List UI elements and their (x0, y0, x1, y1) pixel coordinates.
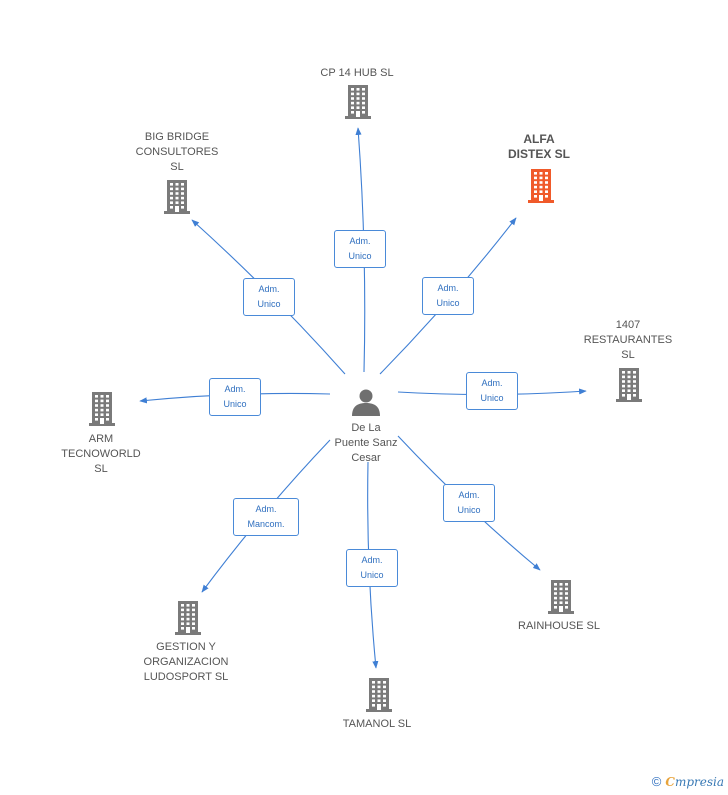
company-label-arm[interactable]: ARM TECNOWORLD SL (61, 433, 141, 475)
footer-brand: ©Cmpresia (652, 774, 724, 789)
building-icon (89, 392, 115, 426)
building-icon (164, 180, 190, 214)
building-icon (345, 85, 371, 119)
copyright-icon: © (651, 774, 662, 789)
edge-label-tamanol[interactable]: Adm. Unico (346, 549, 398, 587)
person-icon (352, 389, 380, 416)
building-icon (366, 678, 392, 712)
building-icon (616, 368, 642, 402)
company-label-tamanol[interactable]: TAMANOL SL (342, 718, 412, 730)
edge-label-r1407[interactable]: Adm. Unico (466, 372, 518, 410)
company-label-alfa[interactable]: ALFA DISTEX SL (507, 132, 570, 161)
person-label[interactable]: De La Puente Sanz Cesar (334, 422, 398, 464)
edge-label-cp14[interactable]: Adm. Unico (334, 230, 386, 268)
building-icon (528, 169, 554, 203)
company-label-gestion[interactable]: GESTION Y ORGANIZACION LUDOSPORT SL (143, 641, 229, 683)
edge-label-alfa[interactable]: Adm. Unico (422, 277, 474, 315)
edge-label-gestion[interactable]: Adm. Mancom. (233, 498, 299, 536)
edge-label-arm[interactable]: Adm. Unico (209, 378, 261, 416)
brand-logo: Cmpresia (665, 775, 724, 789)
edge-label-rainhouse[interactable]: Adm. Unico (443, 484, 495, 522)
company-label-r1407[interactable]: 1407 RESTAURANTES SL (583, 319, 673, 361)
company-label-rainhouse[interactable]: RAINHOUSE SL (518, 620, 600, 632)
company-label-cp14[interactable]: CP 14 HUB SL (320, 67, 394, 79)
company-label-bigbridge[interactable]: BIG BRIDGE CONSULTORES SL (135, 131, 219, 173)
building-icon (548, 580, 574, 614)
building-icon (175, 601, 201, 635)
edge-label-bigbridge[interactable]: Adm. Unico (243, 278, 295, 316)
